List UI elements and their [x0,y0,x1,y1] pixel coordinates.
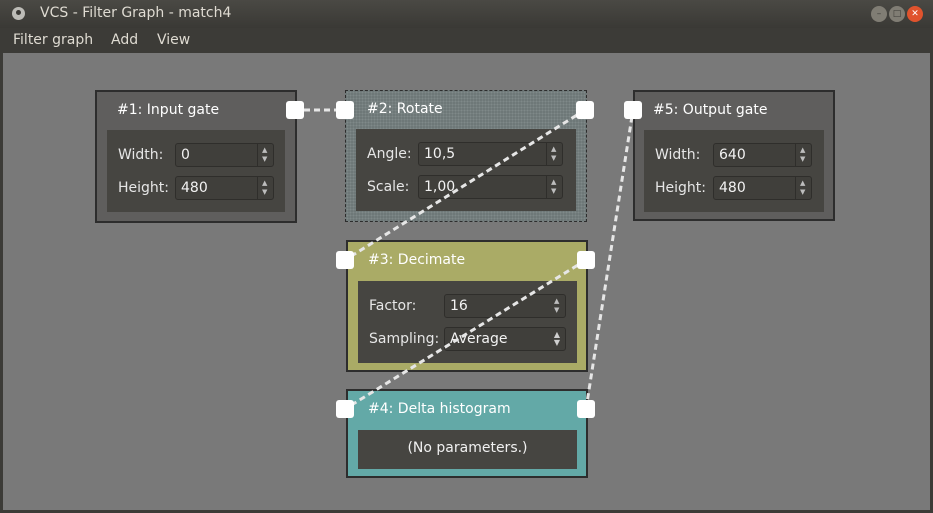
node-title: #3: Decimate [368,252,466,268]
port-histogram-out[interactable] [577,400,595,418]
port-decimate-in[interactable] [336,251,354,269]
param-label-width: Width: [118,147,164,163]
param-label-height: Height: [655,180,706,196]
node-params-panel: (No parameters.) [358,430,577,469]
node-input-gate[interactable]: #1: Input gate Width: 0 ▲▼ Height: 480 ▲… [95,90,297,223]
spin-up-icon[interactable]: ▲ [800,179,806,187]
node-rotate[interactable]: #2: Rotate Angle: 10,5 ▲▼ Scale: 1,00 ▲▼ [345,90,587,222]
window-title: VCS - Filter Graph - match4 [40,5,232,21]
close-icon[interactable]: ✕ [907,6,923,22]
spin-up-icon[interactable]: ▲ [551,145,557,153]
port-rotate-in[interactable] [336,101,354,119]
node-delta-histogram[interactable]: #4: Delta histogram (No parameters.) [346,389,588,478]
param-label-factor: Factor: [369,298,417,314]
no-parameters-text: (No parameters.) [407,440,528,456]
sampling-select[interactable]: Average ▲▼ [444,327,566,351]
maximize-icon[interactable]: □ [889,6,905,22]
spin-down-icon[interactable]: ▼ [800,188,806,196]
menu-add[interactable]: Add [111,32,139,48]
spin-up-icon[interactable]: ▲ [554,297,560,305]
node-title: #2: Rotate [367,101,443,117]
param-label-sampling: Sampling: [369,331,440,347]
spin-down-icon[interactable]: ▼ [554,306,560,314]
spin-up-icon[interactable]: ▲ [800,146,806,154]
param-label-scale: Scale: [367,179,410,195]
spin-down-icon[interactable]: ▼ [800,155,806,163]
minimize-icon[interactable]: – [871,6,887,22]
node-title: #5: Output gate [653,102,768,118]
chevron-up-down-icon: ▲▼ [553,330,560,347]
node-params-panel: Angle: 10,5 ▲▼ Scale: 1,00 ▲▼ [356,129,576,211]
node-params-panel: Width: 640 ▲▼ Height: 480 ▲▼ [644,130,824,212]
angle-spinbox[interactable]: 10,5 ▲▼ [418,142,563,166]
node-params-panel: Width: 0 ▲▼ Height: 480 ▲▼ [107,130,285,212]
node-decimate[interactable]: #3: Decimate Factor: 16 ▲▼ Sampling: Ave… [346,240,588,372]
spin-up-icon[interactable]: ▲ [262,146,268,154]
spin-up-icon[interactable]: ▲ [262,179,268,187]
port-decimate-out[interactable] [577,251,595,269]
width-spinbox[interactable]: 0 ▲▼ [175,143,274,167]
scale-spinbox[interactable]: 1,00 ▲▼ [418,175,563,199]
width-spinbox[interactable]: 640 ▲▼ [713,143,812,167]
spin-down-icon[interactable]: ▼ [262,155,268,163]
spin-down-icon[interactable]: ▼ [262,188,268,196]
spin-down-icon[interactable]: ▼ [551,154,557,162]
node-params-panel: Factor: 16 ▲▼ Sampling: Average ▲▼ [358,281,577,363]
window-titlebar: VCS - Filter Graph - match4 – □ ✕ [0,0,933,28]
factor-spinbox[interactable]: 16 ▲▼ [444,294,566,318]
node-title: #1: Input gate [117,102,220,118]
spin-down-icon[interactable]: ▼ [551,187,557,195]
app-icon [12,7,25,20]
port-rotate-out[interactable] [576,101,594,119]
menu-view[interactable]: View [157,32,191,48]
port-output-gate-in[interactable] [624,101,642,119]
param-label-angle: Angle: [367,146,412,162]
menubar: Filter graph Add View [0,28,933,53]
spin-up-icon[interactable]: ▲ [551,178,557,186]
node-title: #4: Delta histogram [368,401,511,417]
node-output-gate[interactable]: #5: Output gate Width: 640 ▲▼ Height: 48… [633,90,835,221]
param-label-height: Height: [118,180,169,196]
port-input-gate-out[interactable] [286,101,304,119]
menu-filter-graph[interactable]: Filter graph [13,32,94,48]
port-histogram-in[interactable] [336,400,354,418]
param-label-width: Width: [655,147,701,163]
height-spinbox[interactable]: 480 ▲▼ [713,176,812,200]
height-spinbox[interactable]: 480 ▲▼ [175,176,274,200]
